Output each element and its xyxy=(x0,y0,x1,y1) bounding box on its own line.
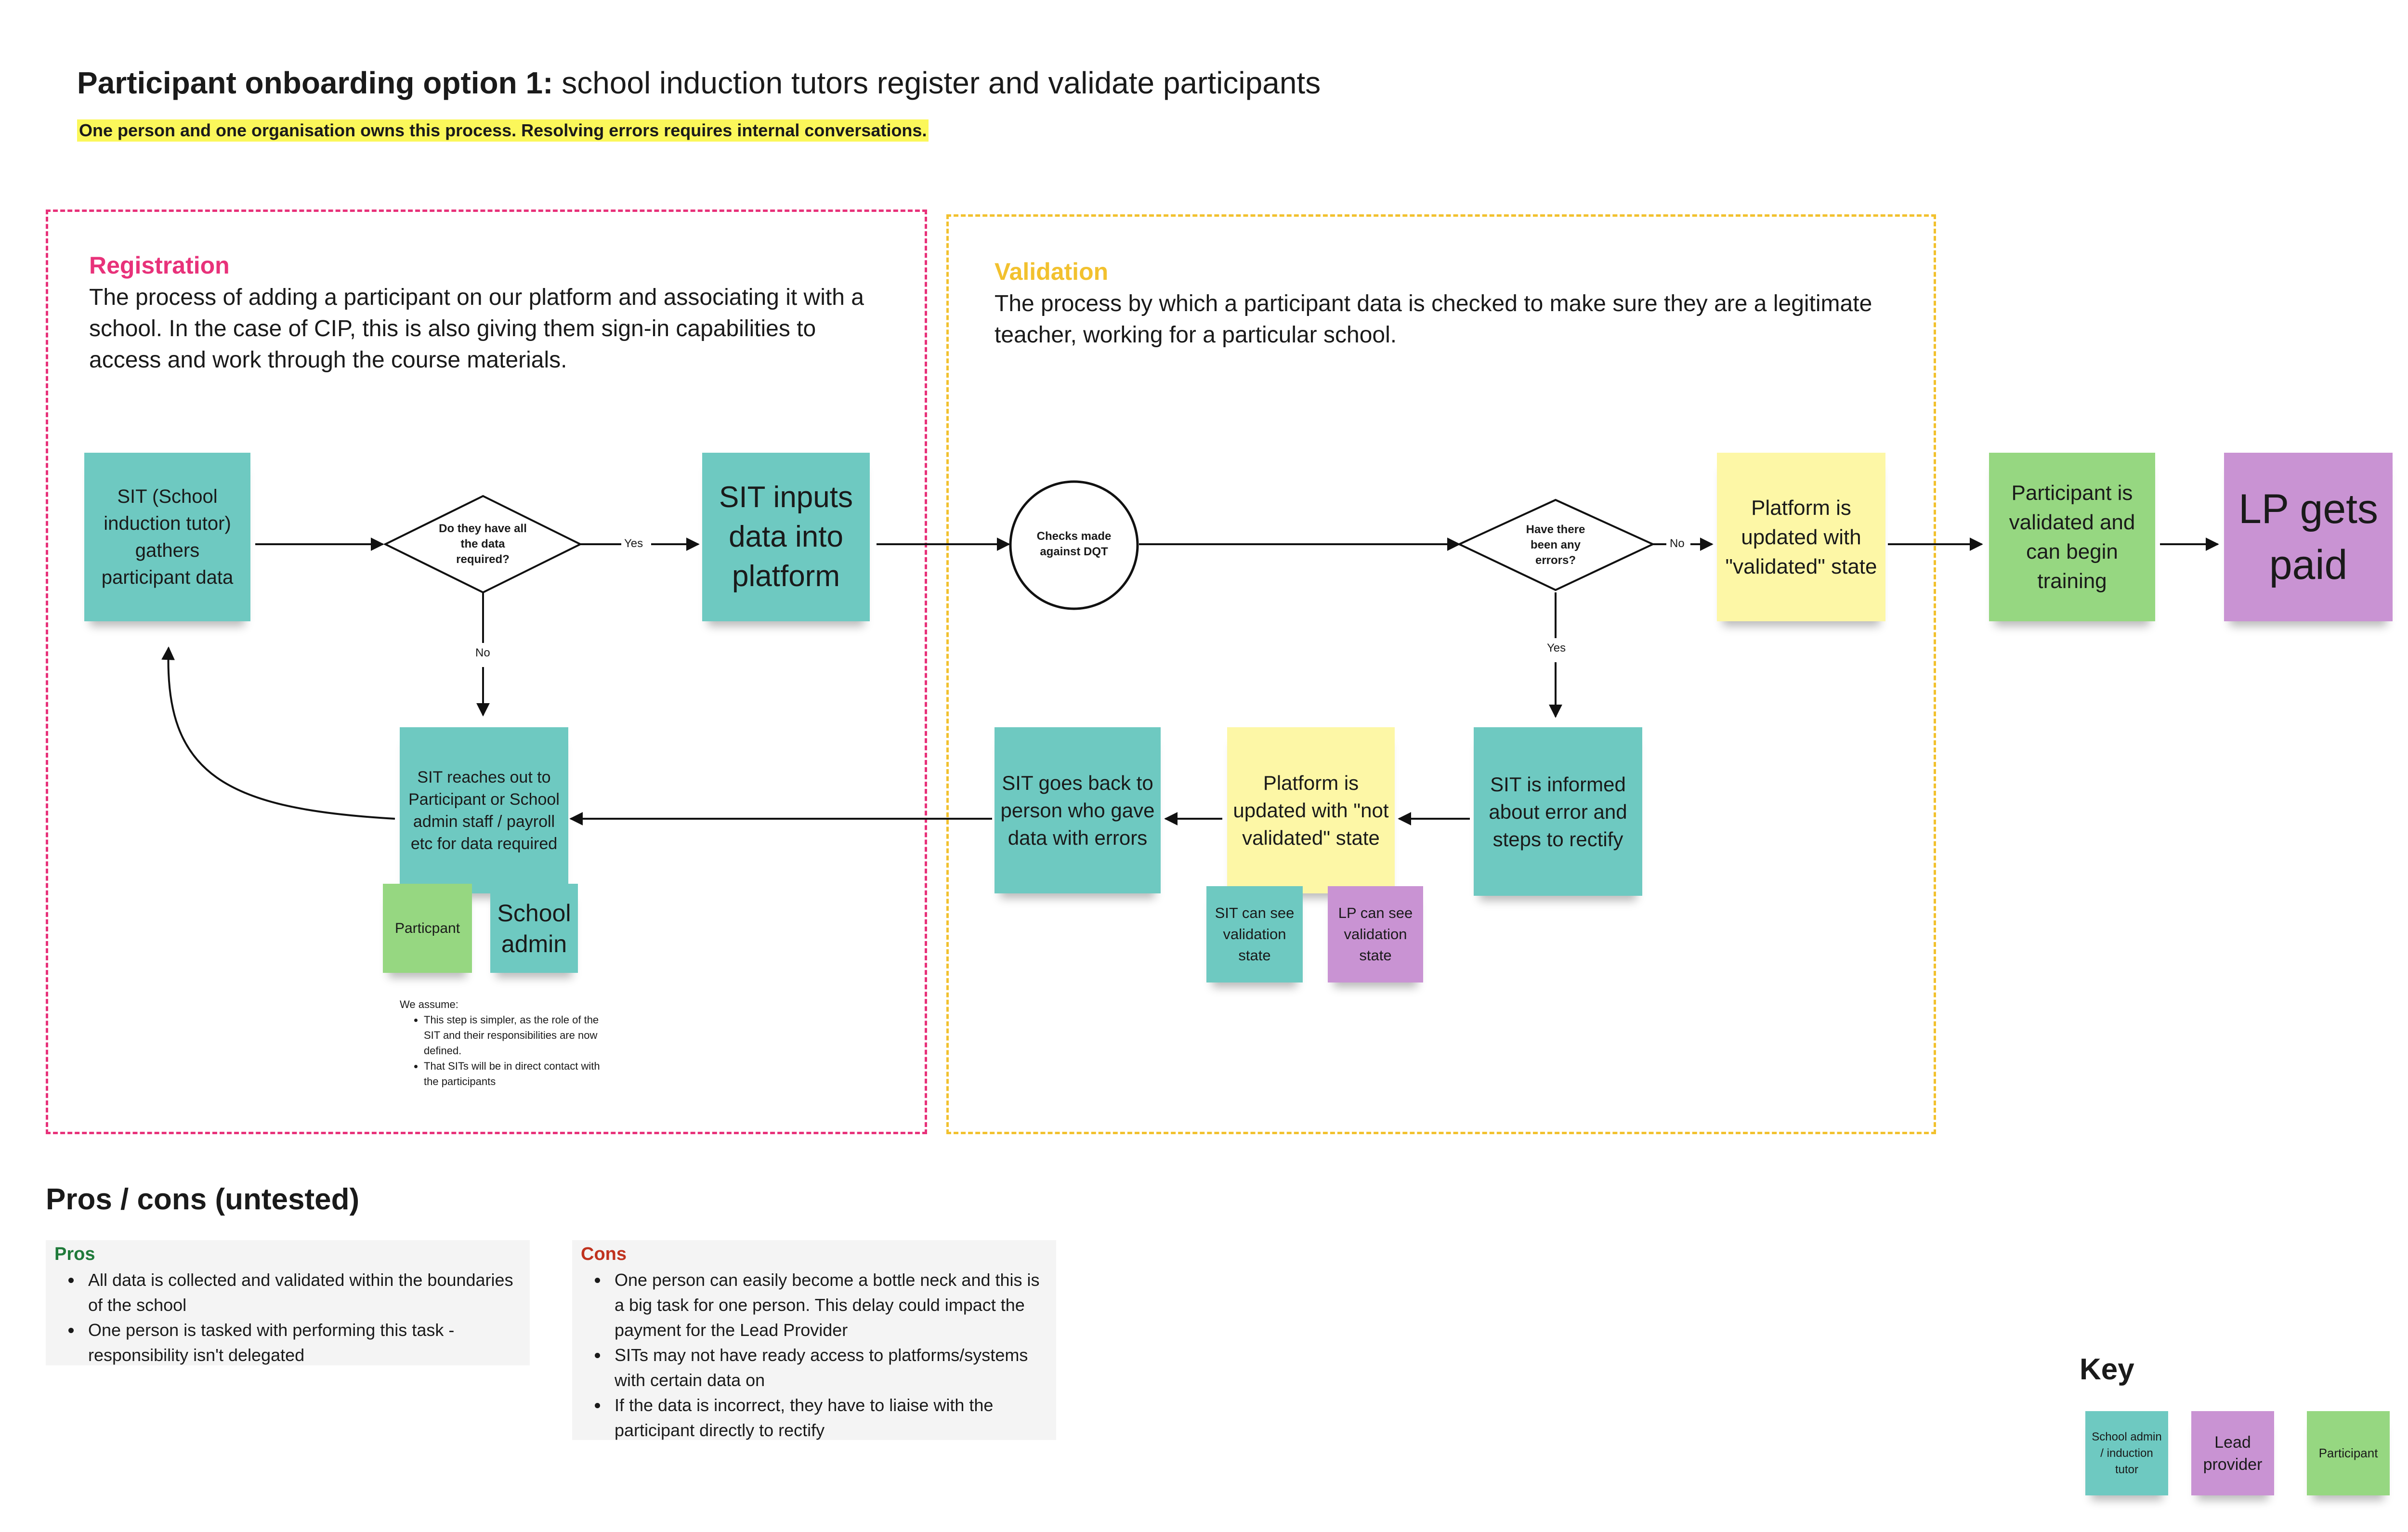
checks-circle-label: Checks made against DQT xyxy=(1036,530,1112,558)
edge-label-yes: Yes xyxy=(622,537,645,550)
page-subtitle: One person and one organisation owns thi… xyxy=(77,119,929,142)
key-participant: Participant xyxy=(2307,1411,2390,1495)
cons-list: One person can easily become a bottle ne… xyxy=(581,1268,1047,1443)
cons-box: Cons One person can easily become a bott… xyxy=(572,1240,1056,1440)
assumptions-note: We assume: This step is simpler, as the … xyxy=(400,997,616,1089)
decision-data-required xyxy=(383,495,583,594)
assumption-item: This step is simpler, as the role of the… xyxy=(424,1012,616,1059)
pros-cons-heading: Pros / cons (untested) xyxy=(46,1183,360,1216)
note-sit-inputs-data: SIT inputs data into platform xyxy=(702,453,870,621)
tag-participant: Particpant xyxy=(383,884,472,973)
decision-errors-label: Have there been any errors? xyxy=(1526,523,1585,567)
pros-item: One person is tasked with performing thi… xyxy=(82,1318,521,1368)
tag-lp-can-see: LP can see validation state xyxy=(1328,886,1423,982)
page-title: Participant onboarding option 1: school … xyxy=(77,65,1321,101)
registration-description: The process of adding a participant on o… xyxy=(89,285,864,373)
note-sit-goes-back: SIT goes back to person who gave data wi… xyxy=(995,727,1161,893)
cons-title: Cons xyxy=(581,1244,627,1264)
validation-frame xyxy=(946,214,1936,1134)
cons-item: If the data is incorrect, they have to l… xyxy=(609,1393,1047,1443)
title-rest: school induction tutors register and val… xyxy=(553,65,1321,100)
note-platform-validated: Platform is updated with "validated" sta… xyxy=(1717,453,1885,621)
registration-frame xyxy=(46,210,927,1134)
note-lp-gets-paid: LP gets paid xyxy=(2224,453,2393,621)
title-bold: Participant onboarding option 1: xyxy=(77,65,553,100)
cons-item: One person can easily become a bottle ne… xyxy=(609,1268,1047,1343)
assumptions-list: This step is simpler, as the role of the… xyxy=(400,1012,616,1089)
key-heading: Key xyxy=(2080,1353,2134,1386)
note-sit-reaches-out: SIT reaches out to Participant or School… xyxy=(400,727,568,893)
note-sit-gathers-data: SIT (School induction tutor) gathers par… xyxy=(84,453,250,621)
key-school-admin: School admin / induction tutor xyxy=(2085,1411,2168,1495)
arrow-reach-to-gather xyxy=(161,646,395,820)
key-lead-provider: Lead provider xyxy=(2191,1411,2274,1495)
cons-item: SITs may not have ready access to platfo… xyxy=(609,1343,1047,1393)
assumptions-title: We assume: xyxy=(400,998,458,1010)
pros-title: Pros xyxy=(54,1244,95,1264)
checks-circle xyxy=(1009,480,1139,610)
tag-sit-can-see: SIT can see validation state xyxy=(1206,886,1303,982)
note-sit-informed: SIT is informed about error and steps to… xyxy=(1474,727,1642,896)
assumption-item: That SITs will be in direct contact with… xyxy=(424,1059,616,1089)
note-platform-not-validated: Platform is updated with "not validated"… xyxy=(1227,727,1395,893)
registration-heading: Registration xyxy=(89,252,230,279)
pros-item: All data is collected and validated with… xyxy=(82,1268,521,1318)
edge-label-errors-yes: Yes xyxy=(1545,642,1568,655)
validation-description: The process by which a participant data … xyxy=(995,291,1872,348)
edge-label-no: No xyxy=(473,646,492,660)
pros-box: Pros All data is collected and validated… xyxy=(46,1240,530,1365)
note-participant-validated: Participant is validated and can begin t… xyxy=(1989,453,2155,621)
pros-list: All data is collected and validated with… xyxy=(54,1268,521,1368)
edge-label-errors-no: No xyxy=(1668,537,1687,550)
decision-errors xyxy=(1457,498,1655,591)
tag-school-admin: School admin xyxy=(490,884,578,973)
decision-data-required-label: Do they have all the data required? xyxy=(439,522,527,566)
validation-heading: Validation xyxy=(995,258,1109,285)
